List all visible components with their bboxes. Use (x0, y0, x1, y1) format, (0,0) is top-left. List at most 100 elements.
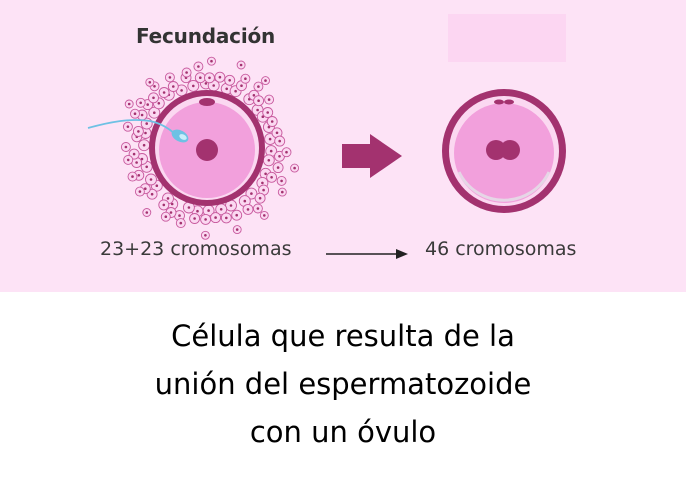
corona-cell-nucleus (240, 84, 243, 87)
corona-cell-nucleus (126, 125, 130, 128)
corona-cell-nucleus (204, 234, 207, 237)
corona-radiata (120, 56, 300, 240)
corona-cell-nucleus (250, 192, 253, 195)
corona-cell-nucleus (267, 98, 271, 101)
corona-cell-nucleus (162, 91, 166, 94)
label-arrow-head-icon (396, 249, 408, 259)
corona-cell-nucleus (210, 59, 213, 63)
caption-line-2: unión del espermatozoide (154, 367, 532, 401)
label-chromosomes-before: 23+23 cromosomas (100, 238, 292, 260)
corona-cell-nucleus (252, 94, 256, 97)
corona-cell-nucleus (127, 102, 131, 106)
corona-cell-nucleus (208, 76, 211, 80)
corona-cell-nucleus (153, 111, 156, 114)
corona-cell-nucleus (285, 150, 288, 154)
caption: Célula que resulta de la unión del esper… (0, 312, 686, 456)
sperm (87, 119, 189, 143)
corona-cell-nucleus (219, 208, 223, 211)
corona-cell-nucleus (139, 101, 142, 105)
corona-cell-nucleus (264, 79, 267, 82)
corona-cell-nucleus (133, 112, 137, 115)
corona-cell-nucleus (246, 208, 250, 211)
zygote-highlight (457, 171, 551, 202)
corona-cell-nucleus (137, 130, 140, 133)
label-chromosomes-after: 46 cromosomas (425, 238, 577, 260)
corona-cell-nucleus (218, 75, 222, 79)
polar-body (199, 98, 215, 106)
caption-line-1: Célula que resulta de la (171, 319, 515, 353)
corona-cell-nucleus (264, 172, 267, 176)
corona-cell-nucleus (278, 155, 281, 158)
corona-cell-nucleus (267, 159, 271, 162)
corona-cell-nucleus (204, 218, 207, 221)
corona-cell-nucleus (164, 215, 168, 218)
ovum-nucleus (196, 139, 218, 161)
corona-cell-nucleus (172, 85, 175, 88)
corona-cell-nucleus (239, 63, 243, 67)
corona-cell-nucleus (150, 192, 154, 196)
corona-cell-nucleus (146, 103, 149, 106)
corona-cell-nucleus (145, 165, 148, 169)
corona-cell-nucleus (257, 99, 260, 102)
corona-cell-nucleus (166, 197, 170, 200)
corona-cell-nucleus (145, 122, 148, 125)
zygote (442, 89, 566, 213)
diagram-title: Fecundación (136, 24, 276, 48)
corona-cell-nucleus (142, 143, 146, 147)
corona-cell-nucleus (204, 82, 208, 85)
corona-cell-nucleus (214, 216, 217, 219)
corona-cell-nucleus (225, 87, 228, 91)
corona-cell-nucleus (263, 214, 266, 217)
sperm-tail (87, 119, 175, 134)
corona-cell-nucleus (196, 209, 199, 213)
corona-cell-nucleus (269, 149, 273, 153)
corona-cell-nucleus (199, 76, 202, 79)
corona-cell-nucleus (235, 228, 239, 231)
corona-cell-nucleus (258, 196, 262, 200)
corona-cell-nucleus (140, 113, 144, 117)
corona-cell-nucleus (229, 204, 233, 207)
process-arrow-icon (342, 134, 402, 178)
blank-tag-box (448, 14, 566, 62)
corona-cell-nucleus (281, 190, 284, 194)
caption-line-3: con un óvulo (249, 415, 437, 449)
corona-cell-nucleus (193, 217, 196, 220)
corona-cell-nucleus (225, 216, 228, 220)
corona-cell-nucleus (170, 202, 174, 206)
corona-cell-nucleus (152, 96, 155, 100)
corona-cell-nucleus (270, 120, 274, 123)
corona-cell-nucleus (168, 76, 172, 79)
corona-cell-nucleus (137, 174, 141, 177)
fertilization-illustration (87, 56, 566, 259)
zygote-pronucleus-left (486, 140, 506, 160)
corona-cell-nucleus (278, 139, 282, 143)
corona-cell-nucleus (267, 125, 271, 129)
corona-cell-nucleus (162, 203, 166, 207)
corona-cell-nucleus (169, 211, 173, 214)
corona-cell-nucleus (228, 79, 231, 82)
corona-cell-nucleus (275, 131, 279, 135)
corona-cell-nucleus (149, 178, 153, 181)
corona-cell-nucleus (256, 207, 260, 210)
corona-cell-nucleus (268, 137, 272, 141)
corona-cell-nucleus (132, 152, 136, 156)
corona-cell-nucleus (124, 145, 128, 149)
corona-cell-nucleus (207, 209, 210, 212)
zygote-polar-body-2 (504, 99, 514, 105)
corona-cell-nucleus (140, 157, 144, 161)
diagram-panel: Fecundación (0, 0, 686, 292)
corona-cell-nucleus (270, 176, 273, 179)
corona-cell-nucleus (185, 71, 188, 74)
corona-cell-nucleus (180, 89, 183, 92)
corona-cell-nucleus (266, 111, 270, 114)
corona-cell-nucleus (293, 166, 296, 170)
corona-cell-nucleus (138, 190, 142, 193)
corona-cell-nucleus (135, 161, 138, 164)
corona-cell-nucleus (197, 65, 200, 68)
corona-cell-nucleus (256, 108, 259, 112)
corona-cell-nucleus (144, 131, 147, 135)
corona-cell-nucleus (131, 175, 134, 178)
zygote-polar-body-1 (494, 99, 504, 105)
corona-cell-nucleus (178, 214, 181, 217)
corona-cell-nucleus (262, 188, 265, 192)
